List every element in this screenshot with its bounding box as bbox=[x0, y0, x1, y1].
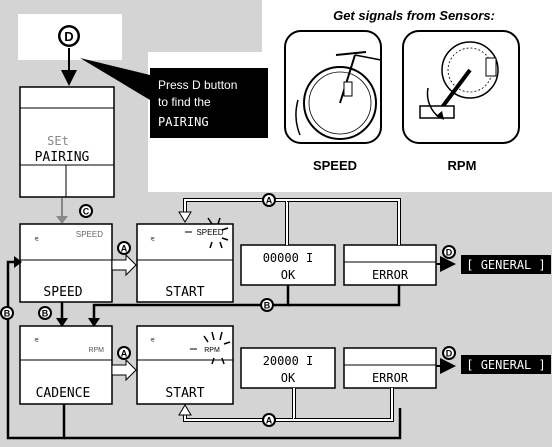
svg-text:B: B bbox=[4, 309, 11, 319]
speed-sensor-illustration bbox=[284, 30, 382, 144]
callout-box bbox=[150, 68, 268, 138]
callout-line-2: to find the bbox=[158, 95, 211, 109]
callout-pointer bbox=[80, 58, 150, 100]
speed-bottom-label: SPEED bbox=[43, 285, 82, 300]
return-path-a-bottom bbox=[178, 388, 394, 422]
speed-screen: ⚟ SPEED SPEED bbox=[19, 223, 113, 303]
label-b-icon: B bbox=[38, 306, 52, 320]
svg-text:B: B bbox=[264, 301, 271, 311]
pairing-set-text: SEt bbox=[47, 134, 69, 148]
callout-line-3: PAIRING bbox=[158, 115, 209, 129]
sensor-mini-icon: ⚟ bbox=[150, 337, 155, 344]
start-label: START bbox=[165, 386, 204, 401]
sensor-mini-icon: ⚟ bbox=[150, 236, 155, 243]
speed-sensor-label: SPEED bbox=[313, 158, 357, 173]
label-a-icon: A bbox=[262, 413, 276, 427]
start-screen-speed: ⚟ SPEED START bbox=[136, 217, 234, 303]
error-label: ERROR bbox=[372, 371, 409, 385]
svg-text:A: A bbox=[121, 349, 128, 359]
start-label: START bbox=[165, 285, 204, 300]
return-path-a-top bbox=[178, 198, 401, 245]
svg-text:[ GENERAL ]: [ GENERAL ] bbox=[466, 358, 545, 372]
rpm-top-label: RPM bbox=[88, 347, 104, 354]
sensor-mini-icon: ⚟ bbox=[34, 337, 39, 344]
b-outer-loop bbox=[6, 256, 402, 440]
ok-value: 00000 I bbox=[263, 251, 314, 265]
svg-text:D: D bbox=[446, 349, 453, 359]
sensor-mini-icon: ⚟ bbox=[34, 236, 39, 243]
label-d-icon: D bbox=[442, 245, 456, 259]
callout-line-1: Press D button bbox=[158, 78, 237, 92]
label-b-icon: B bbox=[260, 298, 274, 312]
result-error-speed: ERROR bbox=[343, 244, 437, 286]
cadence-bottom-label: CADENCE bbox=[36, 386, 91, 401]
label-c-icon: C bbox=[79, 204, 93, 218]
general-badge: [ GENERAL ] bbox=[461, 355, 551, 374]
blink-rays bbox=[203, 331, 231, 365]
ok-label: OK bbox=[281, 268, 296, 282]
result-ok-rpm: 20000 I OK bbox=[240, 347, 336, 389]
ok-value: 20000 I bbox=[263, 354, 314, 368]
result-ok-speed: 00000 I OK bbox=[240, 244, 336, 286]
svg-text:C: C bbox=[83, 207, 90, 217]
label-d-icon: D bbox=[442, 346, 456, 360]
grey-down-arrow bbox=[56, 216, 68, 224]
general-badge: [ GENERAL ] bbox=[461, 255, 551, 274]
hollow-arrow bbox=[111, 358, 137, 382]
label-a-icon: A bbox=[262, 193, 276, 207]
rpm-sensor-illustration bbox=[402, 30, 520, 144]
svg-text:B: B bbox=[42, 309, 49, 319]
label-a-icon: A bbox=[117, 346, 131, 360]
header-title: Get signals from Sensors: bbox=[333, 8, 495, 23]
error-label: ERROR bbox=[372, 268, 409, 282]
label-b-icon: B bbox=[0, 306, 14, 320]
svg-text:D: D bbox=[446, 248, 453, 258]
pairing-label: PAIRING bbox=[35, 150, 90, 165]
start-screen-rpm: ⚟ RPM START bbox=[136, 325, 234, 405]
hollow-arrow bbox=[111, 253, 137, 277]
result-error-rpm: ERROR bbox=[343, 347, 437, 389]
svg-text:A: A bbox=[266, 196, 273, 206]
b-return-path-row1 bbox=[88, 285, 401, 327]
d-button-icon: D bbox=[58, 25, 80, 47]
rpm-sensor-label: RPM bbox=[448, 158, 477, 173]
svg-text:D: D bbox=[64, 29, 73, 44]
blink-rpm-label: RPM bbox=[204, 347, 220, 354]
blink-rays bbox=[207, 217, 229, 249]
label-a-icon: A bbox=[117, 241, 131, 255]
pairing-screen: SEt PAIRING bbox=[19, 86, 115, 198]
svg-text:A: A bbox=[121, 244, 128, 254]
speed-top-label: SPEED bbox=[76, 230, 103, 239]
blink-speed-label: SPEED bbox=[196, 228, 223, 237]
svg-text:A: A bbox=[266, 416, 273, 426]
svg-text:[ GENERAL ]: [ GENERAL ] bbox=[466, 258, 545, 272]
ok-label: OK bbox=[281, 371, 296, 385]
cadence-screen: ⚟ RPM CADENCE bbox=[19, 325, 113, 405]
